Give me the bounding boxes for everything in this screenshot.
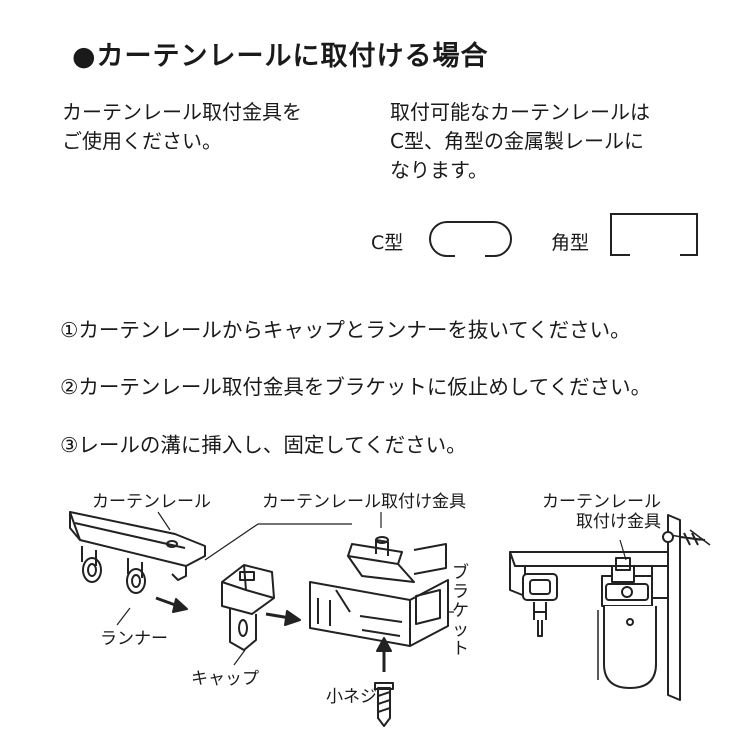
step-1: ①カーテンレールからキャップとランナーを抜いてください。: [60, 318, 631, 342]
intro-left-line: ご使用ください。: [62, 129, 222, 153]
bracket-label: ブラケット: [452, 563, 469, 659]
square-type-rail-profile: [610, 213, 698, 256]
runner-label: ランナー: [100, 629, 168, 649]
intro-right-line: C型、角型の金属製レールに: [390, 129, 644, 153]
cap-label: キャップ: [191, 669, 259, 689]
intro-right-line: 取付可能なカーテンレールは: [390, 100, 650, 124]
rail-diagram: [69, 511, 454, 727]
step-3: ③レールの溝に挿入し、固定してください。: [60, 433, 467, 457]
side-view-diagram: [509, 514, 711, 701]
screw-label: 小ネジ: [326, 687, 377, 707]
mount-label: カーテンレール取付け金具: [262, 492, 466, 512]
square-type-label: 角型: [551, 232, 590, 254]
intro-left-line: カーテンレール取付金具を: [62, 100, 302, 124]
intro-left: カーテンレール取付金具を ご使用ください。: [62, 98, 302, 156]
page-title: ●カーテンレールに取付ける場合: [72, 41, 489, 72]
intro-right: 取付可能なカーテンレールは C型、角型の金属製レールに なります。: [390, 98, 650, 185]
side-mount-label: 取付け金具: [576, 512, 661, 532]
intro-right-line: なります。: [390, 158, 488, 182]
step-2: ②カーテンレール取付金具をブラケットに仮止めしてください。: [60, 375, 652, 399]
side-rail-label: カーテンレール: [542, 492, 661, 512]
rail-label: カーテンレール: [92, 492, 211, 512]
c-type-rail-profile: [429, 221, 512, 257]
c-type-label: C型: [371, 232, 404, 254]
